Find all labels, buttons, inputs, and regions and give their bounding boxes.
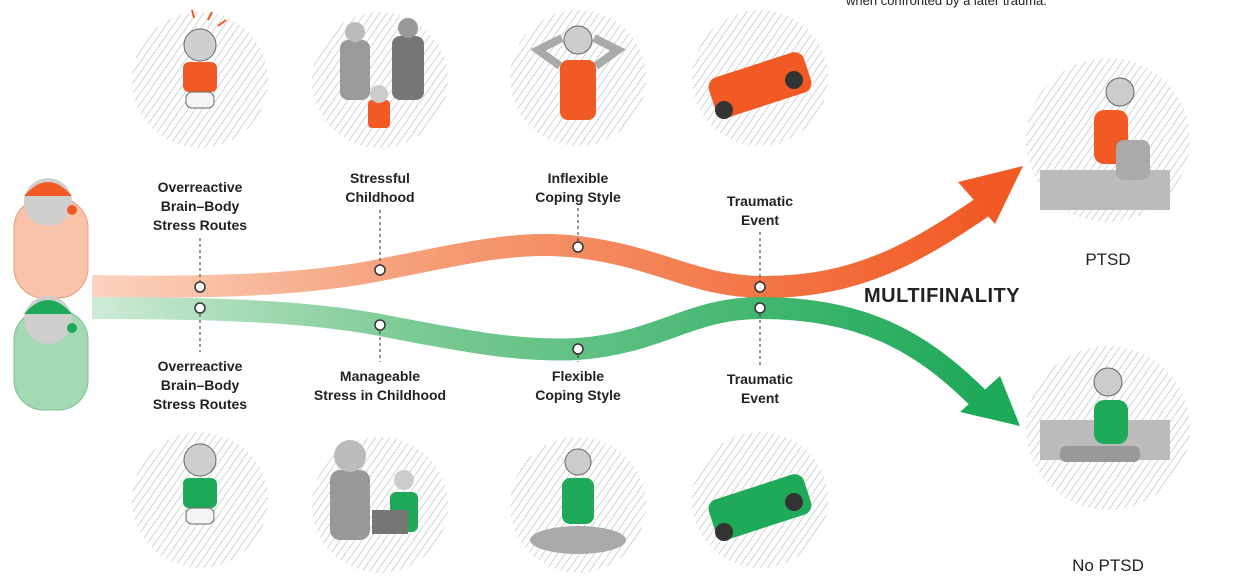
caption-text: when confronted by a later trauma. xyxy=(846,0,1047,8)
orange-pathway xyxy=(91,192,997,299)
green-node-2 xyxy=(374,319,386,331)
orange-node-2 xyxy=(374,264,386,276)
orange-arrowhead xyxy=(958,166,1023,224)
illustration-infant-top xyxy=(132,9,268,148)
top-stage-3-label: Inflexible Coping Style xyxy=(535,170,621,205)
illustration-ptsd-person xyxy=(1026,58,1190,222)
orange-node-3 xyxy=(572,241,584,253)
orange-node-1 xyxy=(194,281,206,293)
outcome-ptsd-label: PTSD xyxy=(1085,250,1131,269)
illustration-meditation xyxy=(510,437,646,573)
green-node-4 xyxy=(754,302,766,314)
green-arrowhead xyxy=(960,376,1020,426)
illustration-covering-ears xyxy=(510,10,646,146)
illustration-no-ptsd-person xyxy=(1026,346,1190,510)
orange-node-4 xyxy=(754,281,766,293)
bottom-stage-2-label: Manageable Stress in Childhood xyxy=(313,368,447,403)
bottom-stage-3-label: Flexible Coping Style xyxy=(535,368,621,403)
illustration-car-crash-green xyxy=(692,432,828,568)
multifinality-label: MULTIFINALITY xyxy=(864,285,1021,307)
bottom-stage-1-label: Overreactive Brain–Body Stress Routes xyxy=(152,358,248,412)
green-node-1 xyxy=(194,302,206,314)
green-node-3 xyxy=(572,343,584,355)
bottom-stage-4-label: Traumatic Event xyxy=(726,371,794,406)
illustration-infant-bottom xyxy=(132,432,268,568)
outcome-no-ptsd-label: No PTSD xyxy=(1072,556,1144,575)
top-stage-2-label: Stressful Childhood xyxy=(345,170,415,205)
illustration-parent-reading xyxy=(312,437,448,573)
illustration-arguing-parents xyxy=(312,12,448,148)
top-stage-1-label: Overreactive Brain–Body Stress Routes xyxy=(152,179,248,233)
top-stage-4-label: Traumatic Event xyxy=(726,193,794,228)
baby-green-illustration xyxy=(13,296,89,411)
baby-orange-illustration xyxy=(13,178,89,299)
illustration-car-crash-orange xyxy=(692,10,828,146)
